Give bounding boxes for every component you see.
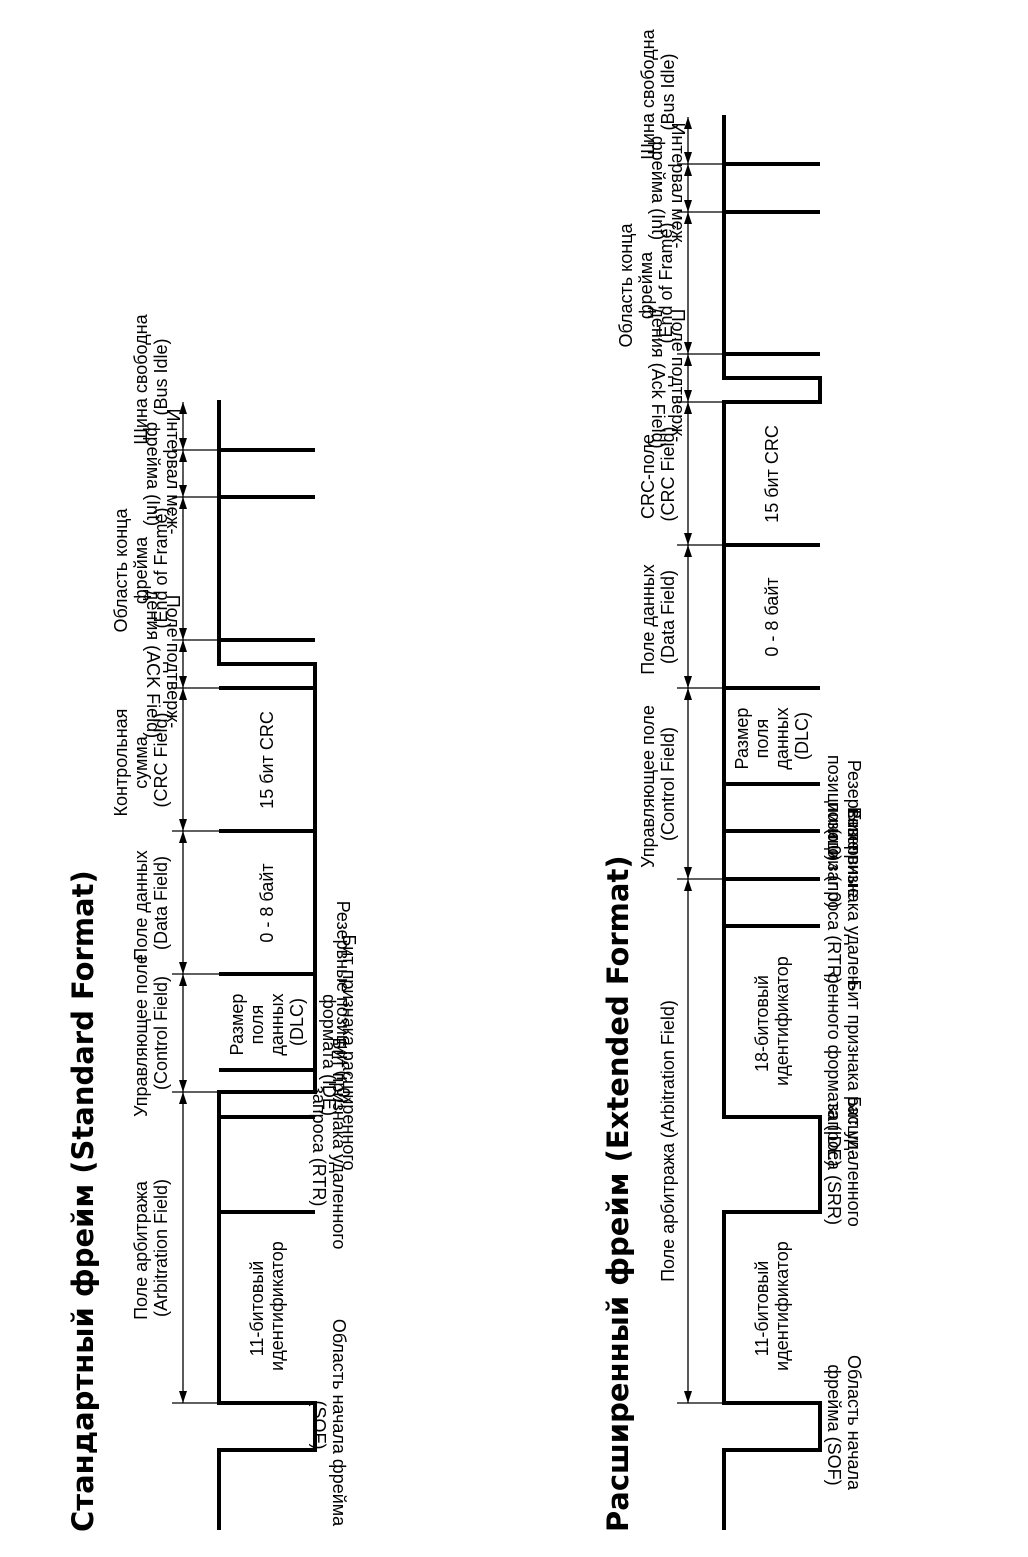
svg-text:CRC-поле (CRC Field): CRC-поле (CRC Field) bbox=[638, 426, 678, 521]
svg-text:Бит удаленного запроса: Бит удаленного запроса (SRR) bbox=[824, 1096, 864, 1232]
extended-field-ack: Поле подтверж- дения (Ack Field) bbox=[648, 307, 688, 448]
standard-field-arbitration: Поле арбитража (Arbitration Field) bbox=[131, 1176, 171, 1320]
svg-text:Интервал меж- фрейма (: Интервал меж- фрейма (Int) bbox=[143, 408, 183, 539]
extended-signal-line bbox=[722, 115, 822, 1530]
extended-cells bbox=[724, 543, 820, 928]
svg-text:Размер поля да: Размер поля данных (DLC) bbox=[227, 988, 307, 1055]
extended-dimension-line bbox=[677, 117, 731, 1404]
svg-text:Область конца фрейма: Область конца фрейма (End of Frame) bbox=[616, 218, 676, 347]
extended-field-idle: Шина свободна (Bus Idle) bbox=[638, 24, 678, 159]
standard-arrows bbox=[179, 402, 187, 1403]
standard-field-data: Поле данных (Data Field) bbox=[131, 845, 171, 960]
extended-field-int: Интервал меж- фрейма (Int) bbox=[648, 122, 688, 253]
standard-dlc-label: Размер поля данных (DLC) bbox=[227, 988, 307, 1055]
standard-bit-r0: Резервные позиции (r 0) bbox=[333, 901, 353, 1104]
svg-text:Бит признака удален- н: Бит признака удален- ного запроса (RTR) bbox=[824, 810, 864, 997]
svg-text:Бит признака расширенного: Бит признака расширенного формата (IDE) bbox=[319, 934, 359, 1175]
svg-text:Поле арбитража (Arbitr: Поле арбитража (Arbitration Field) bbox=[131, 1176, 171, 1320]
svg-text:Контрольная сумма: Контрольная сумма (CRC Field) bbox=[111, 704, 171, 817]
standard-frame: 11-битовый идентификатор Размер поля дан… bbox=[111, 309, 359, 1531]
svg-text:Шина свободна (Bus Idl: Шина свободна (Bus Idle) bbox=[131, 309, 171, 444]
extended-arrows bbox=[684, 117, 692, 1403]
extended-bit-sof: Область начала фрейма (SOF) bbox=[824, 1355, 864, 1495]
svg-text:Шина свободна (Bus Idl: Шина свободна (Bus Idle) bbox=[638, 24, 678, 159]
standard-bit-rtr: Бит признака удаленного запроса (RTR) bbox=[309, 1038, 349, 1255]
svg-text:Область конца фрейма: Область конца фрейма (End of Frame) bbox=[111, 503, 171, 632]
standard-bit-ide: Бит признака расширенного формата (IDE) bbox=[319, 934, 359, 1175]
standard-stubs bbox=[219, 448, 315, 1119]
svg-text:Управляющее поле (Cont: Управляющее поле (Control Field) bbox=[131, 949, 171, 1117]
standard-bit-sof: Область начала фрейма (SOF) bbox=[309, 1319, 349, 1531]
svg-text:11-битовый идентификат: 11-битовый идентификатор bbox=[247, 1241, 287, 1371]
svg-text:Поле данных (Data Fiel: Поле данных (Data Field) bbox=[638, 559, 678, 674]
svg-text:Резервные позиции (r 0: Резервные позиции (r 0) bbox=[824, 802, 864, 908]
standard-field-eof: Область конца фрейма (End of Frame) bbox=[111, 503, 171, 632]
svg-text:Поле данных (Data Fiel: Поле данных (Data Field) bbox=[131, 845, 171, 960]
svg-text:11-битовый идентификат: 11-битовый идентификатор bbox=[752, 1241, 792, 1371]
extended-frame: 11-битовый идентификатор 18-битовый иден… bbox=[616, 24, 864, 1530]
extended-dlc-label: Размер поля данных (DLC) bbox=[732, 702, 812, 769]
standard-signal-line bbox=[217, 400, 317, 1530]
svg-text:Бит признака удаленного: Бит признака удаленного запроса (RTR) bbox=[309, 1038, 349, 1255]
svg-text:0 - 8 байт: 0 - 8 байт bbox=[257, 863, 277, 942]
svg-text:Резервные позиции (r 0: Резервные позиции (r 0) bbox=[824, 755, 864, 861]
standard-field-int: Интервал меж- фрейма (Int) bbox=[143, 408, 183, 539]
extended-bit-srr: Бит удаленного запроса (SRR) bbox=[824, 1096, 864, 1232]
svg-text:18-битовый идентификат: 18-битовый идентификатор bbox=[752, 956, 792, 1086]
standard-field-crc: Контрольная сумма (CRC Field) bbox=[111, 704, 171, 817]
extended-crc-label: 15 бит CRC bbox=[762, 425, 782, 523]
standard-field-ack: Поле подтверж- дения (ACK Field) bbox=[143, 590, 183, 738]
extended-data-label: 0 - 8 байт bbox=[762, 577, 782, 656]
extended-bit-r0: Резервные позиции (r 0) bbox=[824, 755, 864, 861]
extended-id18-label: 18-битовый идентификатор bbox=[752, 956, 792, 1086]
extended-field-arbitration: Поле арбитража (Arbitration Field) bbox=[658, 1000, 678, 1282]
svg-text:Управляющее поле (Cont: Управляющее поле (Control Field) bbox=[638, 700, 678, 868]
svg-text:15 бит CRC: 15 бит CRC bbox=[762, 425, 782, 523]
standard-field-idle: Шина свободна (Bus Idle) bbox=[131, 309, 171, 444]
svg-text:15 бит CRC: 15 бит CRC bbox=[257, 711, 277, 809]
svg-text:0 - 8 байт: 0 - 8 байт bbox=[762, 577, 782, 656]
extended-field-control: Управляющее поле (Control Field) bbox=[638, 700, 678, 868]
svg-text:Интервал меж- фрейма (: Интервал меж- фрейма (Int) bbox=[648, 122, 688, 253]
extended-field-eof: Область конца фрейма (End of Frame) bbox=[616, 218, 676, 347]
extended-id11-label: 11-битовый идентификатор bbox=[752, 1241, 792, 1371]
extended-stubs bbox=[724, 162, 820, 356]
standard-id-label: 11-битовый идентификатор bbox=[247, 1241, 287, 1371]
standard-field-control: Управляющее поле (Control Field) bbox=[131, 949, 171, 1117]
extended-bit-rtr: Бит признака удален- ного запроса (RTR) bbox=[824, 810, 864, 997]
svg-text:Размер поля да: Размер поля данных (DLC) bbox=[732, 702, 812, 769]
extended-frame-title: Расширенный фрейм (Extended Format) bbox=[601, 855, 635, 1532]
extended-bit-r1: Резервные позиции (r 0) bbox=[824, 802, 864, 908]
svg-text:Резервные позиции (r 0): Резервные позиции (r 0) bbox=[333, 901, 353, 1104]
extended-field-crc: CRC-поле (CRC Field) bbox=[638, 426, 678, 521]
standard-id-cell bbox=[219, 686, 315, 1214]
extended-bit-ide: Бит признака расши- ренного формата (IDE… bbox=[824, 974, 864, 1167]
standard-frame-title: Стандартный фрейм (Standard Format) bbox=[66, 870, 100, 1532]
svg-text:Область начала фрейма: Область начала фрейма (SOF) bbox=[824, 1355, 864, 1495]
svg-text:Поле подтверж- дения (: Поле подтверж- дения (Ack Field) bbox=[648, 307, 688, 448]
svg-text:Бит признака расши- ре: Бит признака расши- ренного формата (IDE… bbox=[824, 974, 864, 1167]
standard-data-label: 0 - 8 байт bbox=[257, 863, 277, 942]
standard-crc-label: 15 бит CRC bbox=[257, 711, 277, 809]
standard-dimension-line bbox=[172, 402, 226, 1404]
svg-text:Поле подтверж- дения (: Поле подтверж- дения (ACK Field) bbox=[143, 590, 183, 738]
svg-text:Поле арбитража (Arbitration Fi: Поле арбитража (Arbitration Field) bbox=[658, 1000, 678, 1282]
svg-text:Область начала фрейма: Область начала фрейма (SOF) bbox=[309, 1319, 349, 1531]
extended-field-data: Поле данных (Data Field) bbox=[638, 559, 678, 674]
